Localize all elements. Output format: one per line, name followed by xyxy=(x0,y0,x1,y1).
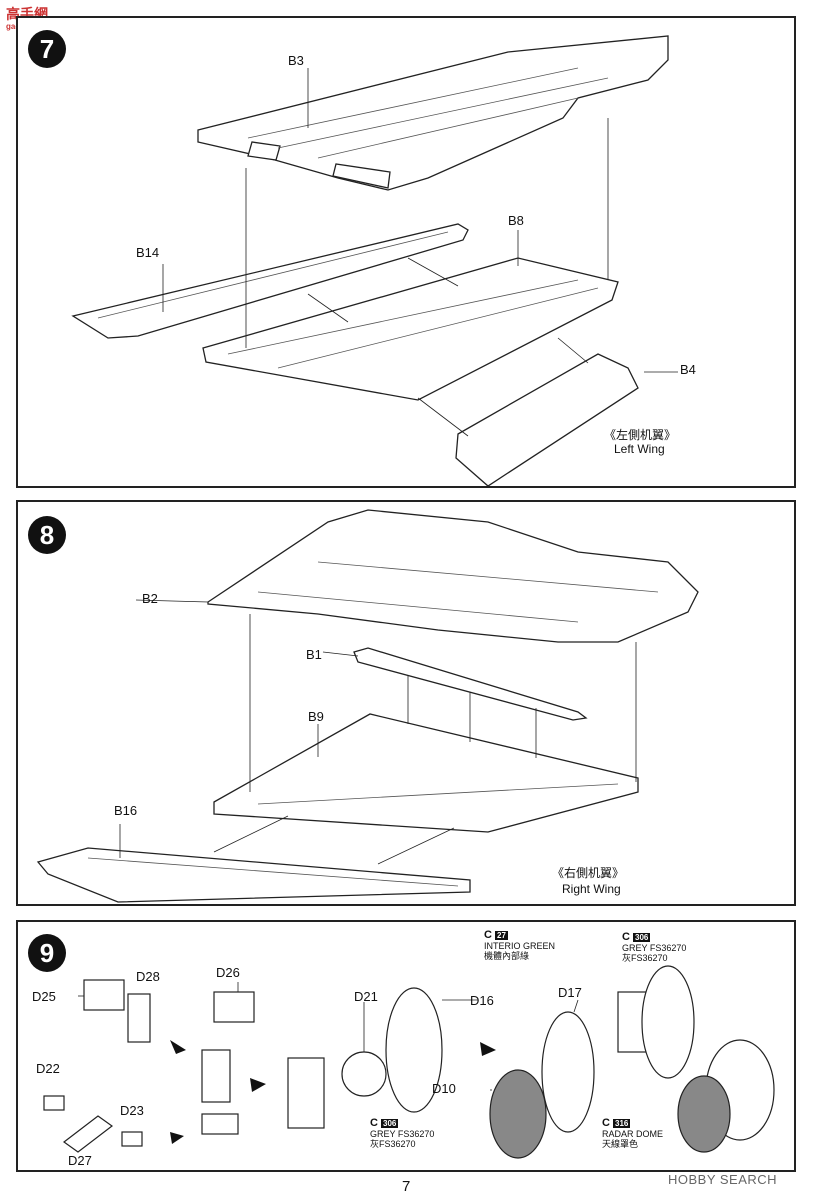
page-number: 7 xyxy=(402,1178,411,1195)
label-d17: D17 xyxy=(558,985,582,1000)
paint-callout-c27: C 27 INTERIO GREEN 機體內部綠 xyxy=(484,929,556,962)
label-d21: D21 xyxy=(354,989,378,1004)
paint-callout-c306-top: C 306 GREY FS36270 灰FS36270 xyxy=(622,931,687,964)
left-wing-caption-cn: 《左側机翼》 xyxy=(604,428,677,442)
part-d28 xyxy=(127,993,151,1043)
part-d16 xyxy=(385,987,443,1113)
left-wing-drawing xyxy=(71,35,678,487)
part-d23 xyxy=(121,1131,143,1147)
part-b9 xyxy=(213,713,639,833)
label-b3: B3 xyxy=(288,53,304,68)
paint-c27-cn: 機體內部綠 xyxy=(484,951,530,961)
part-d26 xyxy=(213,991,255,1023)
paint-c316-en: RADAR DOME xyxy=(602,1129,664,1139)
part-d21 xyxy=(341,1051,387,1097)
part-b4 xyxy=(455,353,639,487)
paint-c27-num: 27 xyxy=(495,931,508,940)
paint-c306-bottom-en: GREY FS36270 xyxy=(370,1129,435,1139)
paint-c306-bottom-num: 306 xyxy=(381,1119,399,1128)
paint-c306-top-en: GREY FS36270 xyxy=(622,943,687,953)
part-b2 xyxy=(207,509,699,643)
step-9-badge: 9 xyxy=(28,934,66,972)
step-9-panel: 9 xyxy=(16,920,796,1172)
paint-c306-bottom-letter: C xyxy=(370,1117,378,1129)
label-d25: D25 xyxy=(32,989,56,1004)
part-b14 xyxy=(71,223,469,339)
paint-c306-top-cn: 灰FS36270 xyxy=(622,953,668,963)
part-d27 xyxy=(62,1115,114,1153)
label-d27: D27 xyxy=(68,1153,92,1168)
part-d10 xyxy=(489,1069,547,1159)
paint-c316-cn: 天線罩色 xyxy=(602,1139,639,1149)
step-7-badge: 7 xyxy=(28,30,66,68)
label-b16: B16 xyxy=(114,803,138,818)
hobby-search-logo: HOBBY SEARCH xyxy=(668,1172,778,1187)
right-wing-drawing xyxy=(36,509,699,903)
part-b16 xyxy=(36,847,471,903)
paint-c306-bottom-cn: 灰FS36270 xyxy=(370,1139,416,1149)
label-b2: B2 xyxy=(142,591,158,606)
paint-c306-top-letter: C xyxy=(622,931,630,943)
paint-c316-letter: C xyxy=(602,1117,610,1129)
part-b3 xyxy=(197,35,669,191)
paint-c306-top-num: 306 xyxy=(633,933,651,942)
step-8-panel: 8 B2 B1 B9 xyxy=(16,500,796,906)
label-d28: D28 xyxy=(136,969,160,984)
label-d26: D26 xyxy=(216,965,240,980)
step-7-panel: 7 B3 B xyxy=(16,16,796,488)
label-d16: D16 xyxy=(470,993,494,1008)
right-wing-caption-cn: 《右側机翼》 xyxy=(552,866,625,880)
paint-c316-num: 316 xyxy=(613,1119,631,1128)
label-b4: B4 xyxy=(680,362,696,377)
radar-assembly-drawing xyxy=(43,965,775,1159)
paint-c27-en: INTERIO GREEN xyxy=(484,941,556,951)
step-8-badge: 8 xyxy=(28,516,66,554)
paint-callout-c306-bottom: C 306 GREY FS36270 灰FS36270 xyxy=(370,1117,435,1150)
label-b1: B1 xyxy=(306,647,322,662)
paint-callout-c316: C 316 RADAR DOME 天線罩色 xyxy=(602,1117,664,1150)
part-d22 xyxy=(43,1095,65,1111)
right-wing-caption-en: Right Wing xyxy=(562,882,621,896)
label-d10: D10 xyxy=(432,1081,456,1096)
label-b14: B14 xyxy=(136,245,160,260)
part-b1 xyxy=(353,647,588,721)
part-d17 xyxy=(541,1011,595,1133)
label-d23: D23 xyxy=(120,1103,144,1118)
paint-c27-letter: C xyxy=(484,929,492,941)
label-d22: D22 xyxy=(36,1061,60,1076)
left-wing-caption-en: Left Wing xyxy=(614,442,665,456)
label-b9: B9 xyxy=(308,709,324,724)
label-b8: B8 xyxy=(508,213,524,228)
part-d25 xyxy=(83,979,125,1011)
